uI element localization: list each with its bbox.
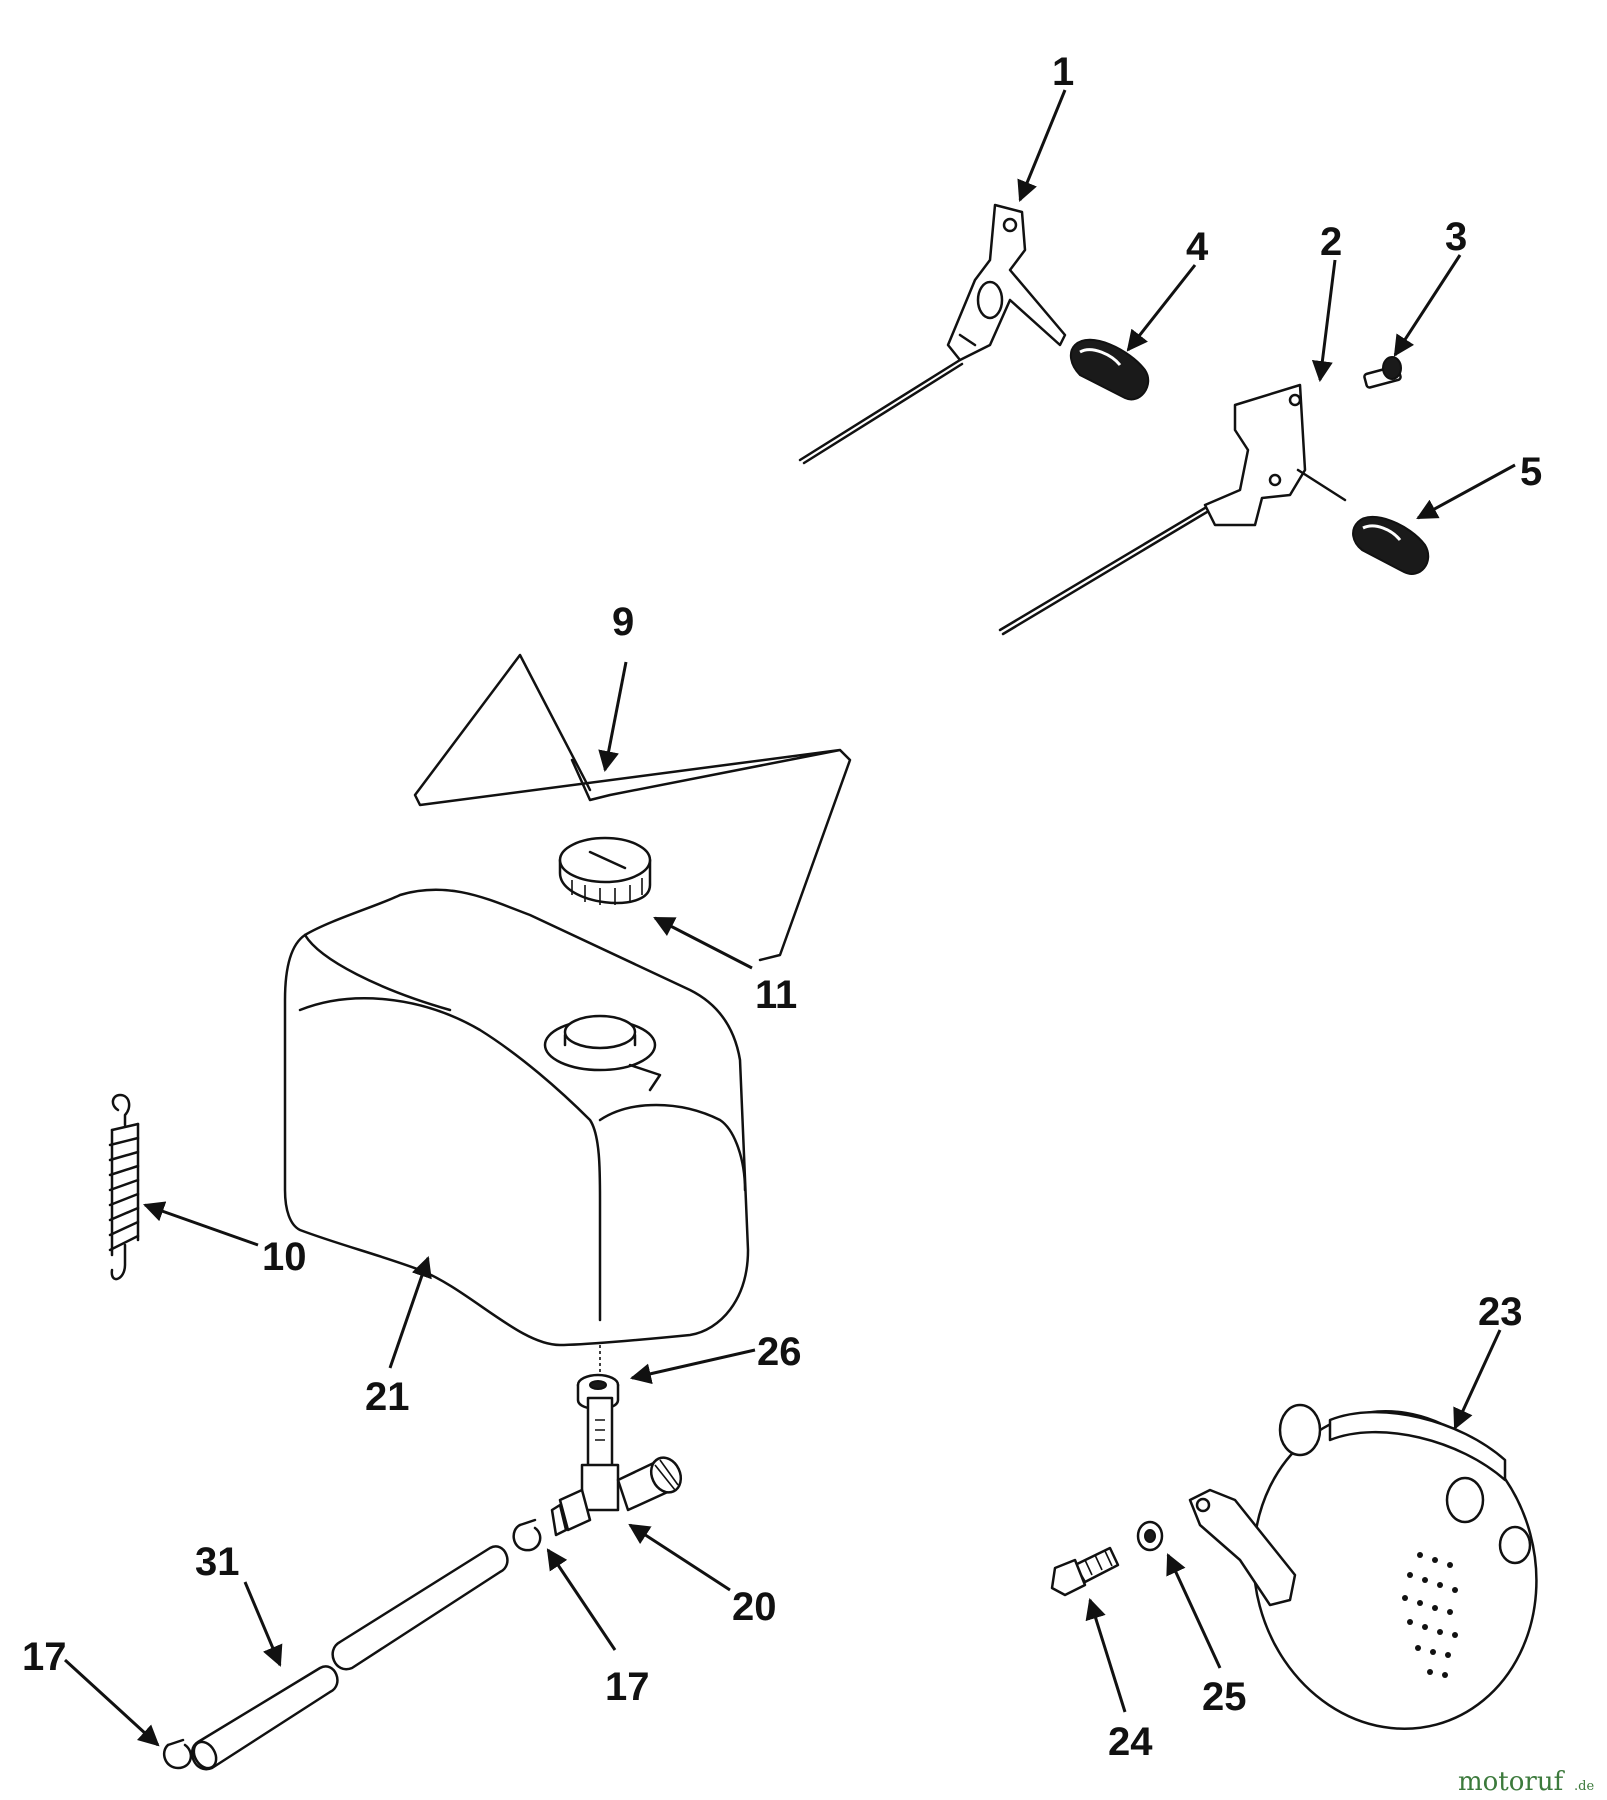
screw-3 <box>1363 356 1402 389</box>
callout-4: 4 <box>1186 225 1209 269</box>
callout-31: 31 <box>195 1540 240 1584</box>
muffler-23 <box>1188 1403 1538 1730</box>
knob-5 <box>1352 516 1430 575</box>
callout-20: 20 <box>732 1585 777 1629</box>
watermark-text: motoruf <box>1458 1767 1566 1797</box>
fuel-cap-11 <box>558 836 652 905</box>
lock-washer-25 <box>1136 1520 1164 1552</box>
callout-17-left: 17 <box>22 1635 67 1679</box>
callout-10: 10 <box>262 1235 307 1279</box>
callout-5: 5 <box>1520 450 1542 494</box>
callout-numbers: 1 2 3 4 5 9 10 11 17 17 20 21 23 24 25 2… <box>22 50 1542 1764</box>
fuel-line-31 <box>190 1545 509 1771</box>
tank-bracket-9 <box>413 653 852 962</box>
callout-3: 3 <box>1445 215 1467 259</box>
throttle-control-assembly <box>798 203 1067 465</box>
muffler-perforations <box>1402 1552 1458 1678</box>
leader-lines <box>63 89 1516 1747</box>
knob-4 <box>1069 338 1150 401</box>
spring-10 <box>108 1093 140 1281</box>
fuel-tank-21 <box>283 888 750 1347</box>
hose-clamp-17-right <box>512 1518 542 1552</box>
hose-clamp-17-left <box>162 1738 193 1770</box>
callout-25: 25 <box>1202 1675 1247 1719</box>
callout-1: 1 <box>1052 50 1074 94</box>
callout-11: 11 <box>755 973 797 1017</box>
watermark-suffix: .de <box>1574 1779 1594 1794</box>
callout-21: 21 <box>365 1375 410 1419</box>
shutoff-valve-20 <box>550 1396 683 1537</box>
callout-26: 26 <box>757 1330 802 1374</box>
callout-2: 2 <box>1320 220 1342 264</box>
callout-9: 9 <box>612 600 634 644</box>
callout-17-right: 17 <box>605 1665 650 1709</box>
callout-23: 23 <box>1478 1290 1523 1334</box>
bolt-24 <box>1050 1546 1120 1597</box>
choke-control-assembly <box>998 383 1347 636</box>
watermark: motoruf .de <box>1458 1767 1594 1797</box>
callout-24: 24 <box>1108 1720 1153 1764</box>
